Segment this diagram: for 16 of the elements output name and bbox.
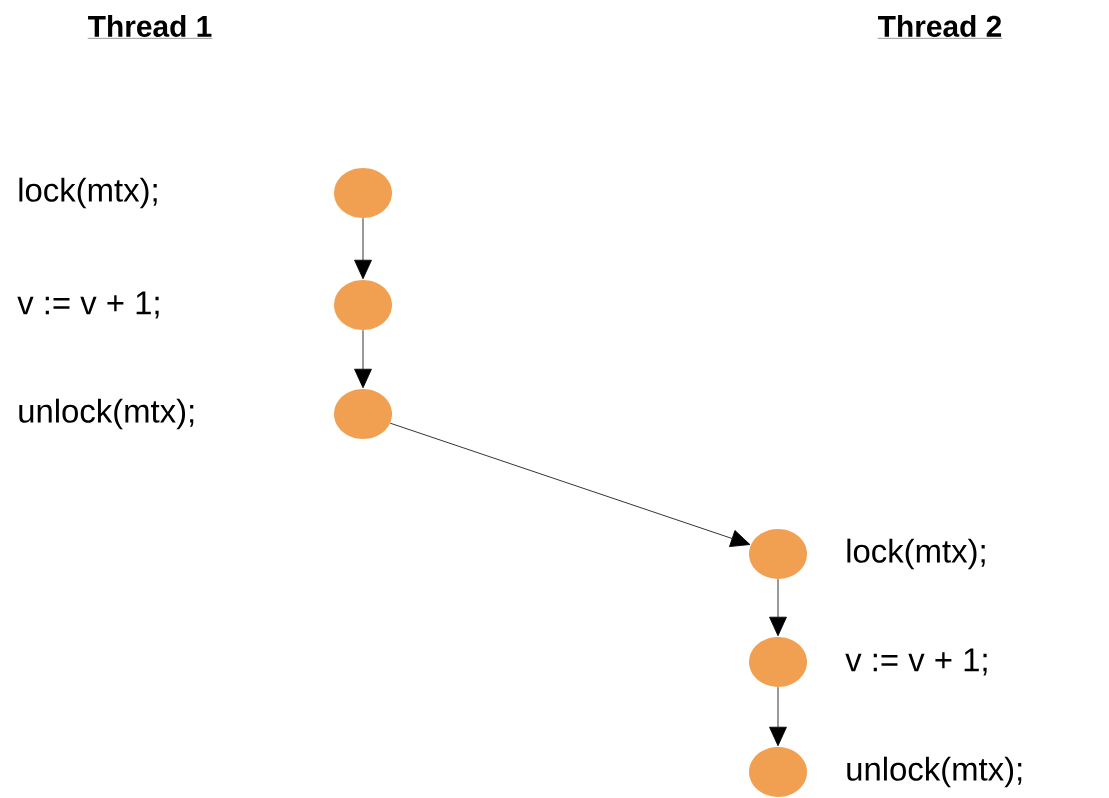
statement-text: lock(mtx); [847,538,985,570]
thread-heading: Thread 2 [877,15,1003,39]
arrow [389,422,751,547]
arrow [354,217,372,280]
arrow [354,329,372,389]
statement-text: unlock(mtx); [847,756,1022,788]
event-circle [334,389,392,439]
statement-text: lock(mtx); [19,177,157,209]
statement-text: v := v + 1; [17,291,159,319]
arrow [769,578,787,637]
statement-text: v := v + 1; [845,648,987,676]
thread-heading: Thread 1 [87,15,213,39]
arrow [769,686,787,747]
statement-text: unlock(mtx); [19,398,194,430]
event-circle [334,280,392,330]
event-circle [334,168,392,218]
